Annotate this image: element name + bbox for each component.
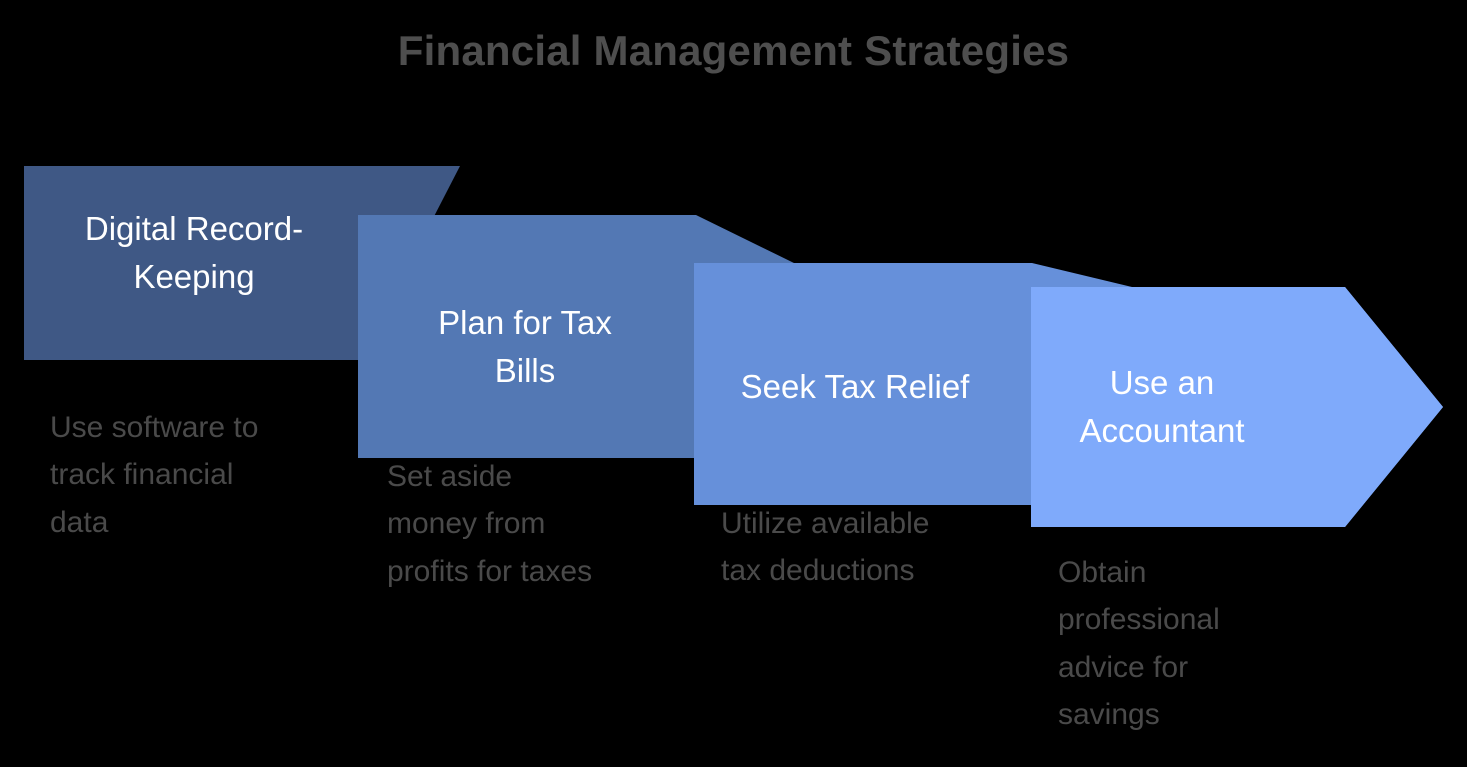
process-step-4-label: Use an Accountant	[1079, 364, 1245, 449]
chevron-shape-1	[24, 166, 460, 360]
process-step-1-label: Digital Record- Keeping	[84, 210, 304, 295]
process-step-4[interactable]: Use an Accountant	[1031, 287, 1443, 527]
process-step-3[interactable]: Seek Tax Relief	[694, 263, 1132, 505]
process-step-2[interactable]: Plan for Tax Bills	[358, 215, 796, 458]
process-step-1-caption: Use software to track financial data	[50, 411, 259, 539]
chevron-shape-3	[694, 263, 1132, 505]
arrow-shape-4	[1031, 287, 1443, 527]
process-step-2-caption: Set aside money from profits for taxes	[387, 460, 593, 588]
process-step-1[interactable]: Digital Record- Keeping	[24, 166, 460, 360]
process-step-3-label: Seek Tax Relief	[740, 368, 970, 406]
process-step-4-caption: Obtain professional advice for savings	[1058, 556, 1220, 732]
page-title: Financial Management Strategies	[397, 27, 1070, 74]
chevron-shape-2	[358, 215, 796, 458]
process-step-2-label: Plan for Tax Bills	[438, 303, 612, 389]
process-step-3-caption: Utilize available tax deductions	[721, 507, 930, 588]
